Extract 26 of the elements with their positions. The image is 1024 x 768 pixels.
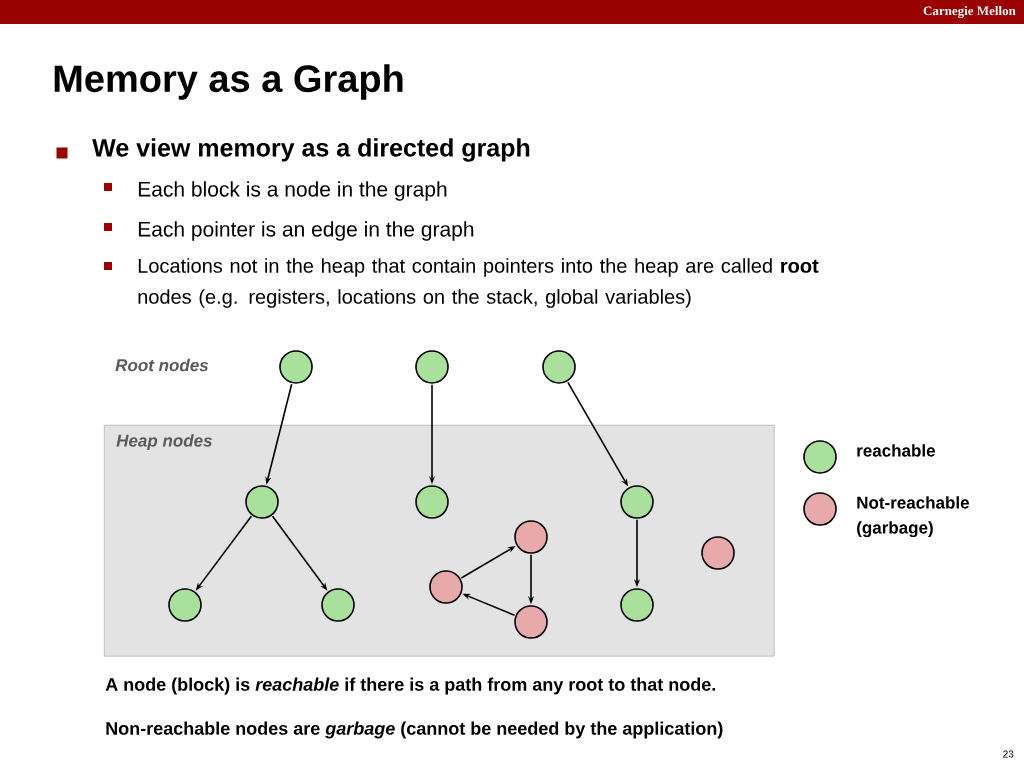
graph-node [168, 588, 202, 622]
graph-node [542, 350, 576, 384]
graph-node [279, 350, 313, 384]
bullet-text: Each block is a node in the graph [138, 181, 447, 201]
header-text: Carnegie Mellon [923, 6, 1016, 18]
heap-area: Heap nodes [104, 425, 775, 657]
legend-text: Not-reachable (garbage) [857, 496, 969, 538]
graph-node [429, 570, 463, 604]
bullet-text: We view memory as a directed graph [92, 138, 530, 162]
graph-node [415, 485, 449, 519]
graph-node [245, 485, 279, 519]
graph-node [415, 350, 449, 384]
slide-title: Memory as a Graph [54, 64, 403, 100]
graph-node [321, 588, 355, 622]
graph-node [620, 588, 654, 622]
note-text: Non-reachable nodes are garbage (cannot be needed by the application) [106, 721, 723, 739]
bullet-text: Each pointer is an edge in the graph [138, 221, 474, 241]
graph-node [514, 520, 548, 554]
bullet-text: Locations not in the heap that contain pointers into the heap are called root nodes (e.g. registers, locations on the stack, global variables) [138, 258, 819, 308]
graph-node [514, 605, 548, 639]
note-text: A node (block) is reachable if there is a path from any root to that node. [105, 677, 716, 695]
graph-node [701, 536, 735, 570]
graph-node [620, 485, 654, 519]
section-label: Root nodes [115, 358, 209, 372]
page-number: 23 [1003, 750, 1014, 758]
legend-text: reachable [857, 444, 935, 457]
